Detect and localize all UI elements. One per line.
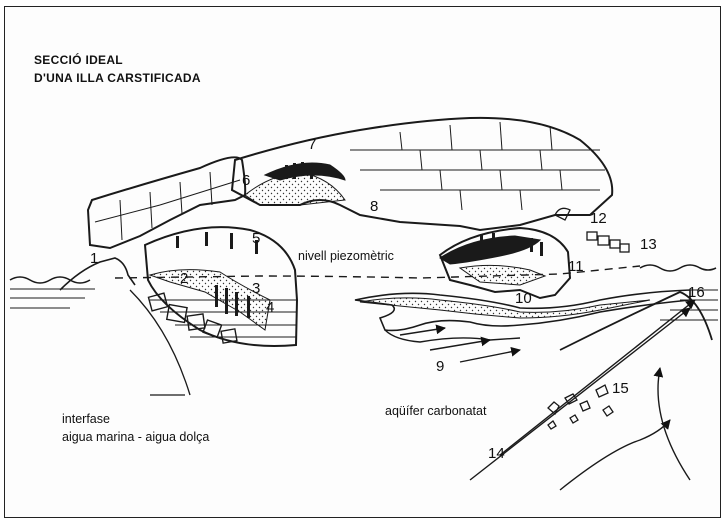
interface-label-line-2: aigua marina - aigua dolça	[62, 430, 209, 444]
water-table-label: nivell piezomètric	[298, 249, 394, 263]
callout-8: 8	[370, 198, 378, 215]
sea-waves-left	[10, 277, 90, 283]
callout-6: 6	[242, 172, 250, 189]
callout-12: 12	[590, 210, 607, 227]
callout-1: 1	[90, 250, 98, 267]
cave-right-dark	[440, 236, 540, 264]
callout-11: 11	[568, 258, 584, 275]
sea-strata-left	[10, 289, 95, 308]
callout-4: 4	[266, 299, 274, 316]
callout-10: 10	[515, 290, 532, 307]
callout-7: 7	[308, 136, 316, 153]
callout-5: 5	[252, 230, 260, 247]
callout-9: 9	[436, 358, 444, 375]
upper-block-bedding	[350, 122, 605, 210]
callout-3: 3	[252, 280, 260, 297]
aquifer-label: aqüífer carbonatat	[385, 404, 486, 418]
callout-16: 16	[688, 284, 705, 301]
callout-2: 2	[180, 270, 188, 287]
interface-line	[130, 290, 190, 395]
diagram-title-line-1: SECCIÓ IDEAL	[34, 52, 123, 68]
diagram-title-line-2: D'UNA ILLA CARSTIFICADA	[34, 70, 201, 86]
callout-14: 14	[488, 445, 505, 462]
flow-arrows	[400, 300, 695, 490]
callout-15: 15	[612, 380, 629, 397]
left-block-bedding	[95, 172, 240, 240]
cave-right-fill	[460, 265, 545, 285]
interface-label-line-1: interfase	[62, 412, 110, 426]
sea-waves-right	[640, 265, 716, 271]
conduit-fill	[360, 298, 650, 318]
callout-13: 13	[640, 236, 657, 253]
